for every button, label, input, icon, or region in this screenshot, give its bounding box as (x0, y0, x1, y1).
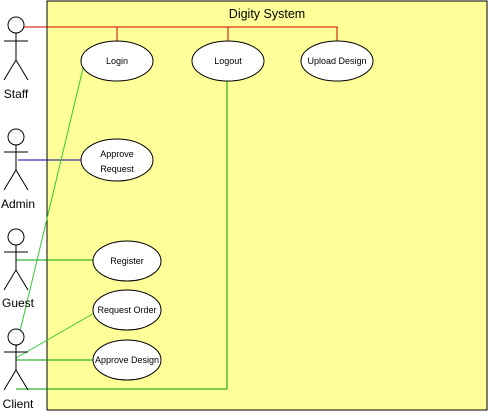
use-case-request-order[interactable]: Request Order (92, 289, 162, 331)
use-case-logout-label: Logout (214, 56, 242, 66)
system-title: Digity System (229, 7, 305, 21)
use-case-approve-design[interactable]: Approve Design (92, 339, 162, 381)
association-staff-upload-design (22, 26, 338, 41)
use-case-request-order-label: Request Order (97, 305, 156, 315)
use-case-approve-request[interactable]: Approve Request (80, 138, 154, 182)
actor-client[interactable]: Client (3, 328, 34, 411)
association-client-request-order (15, 311, 97, 359)
use-case-register-label: Register (110, 256, 144, 266)
actor-guest-label: Guest (2, 296, 35, 310)
association-client-login (15, 59, 86, 349)
association-lines (15, 26, 338, 390)
use-case-approve-design-label: Approve Design (95, 355, 159, 365)
use-case-approve-request-label-line2: Request (100, 164, 134, 174)
actor-guest[interactable]: Guest (2, 228, 35, 310)
use-case-register[interactable]: Register (92, 240, 162, 282)
use-case-upload-design-label: Upload Design (307, 56, 366, 66)
use-case-approve-request-label-line1: Approve (100, 149, 134, 159)
actor-admin-label: Admin (1, 197, 35, 211)
actor-staff[interactable]: Staff (3, 16, 29, 101)
use-case-upload-design[interactable]: Upload Design (300, 40, 374, 82)
use-case-logout[interactable]: Logout (191, 40, 265, 82)
actor-admin[interactable]: Admin (1, 128, 35, 211)
actor-staff-label: Staff (4, 87, 29, 101)
association-client-logout (16, 81, 228, 390)
use-case-login[interactable]: Login (80, 40, 154, 82)
actor-client-label: Client (3, 397, 34, 411)
use-case-login-label: Login (106, 56, 128, 66)
